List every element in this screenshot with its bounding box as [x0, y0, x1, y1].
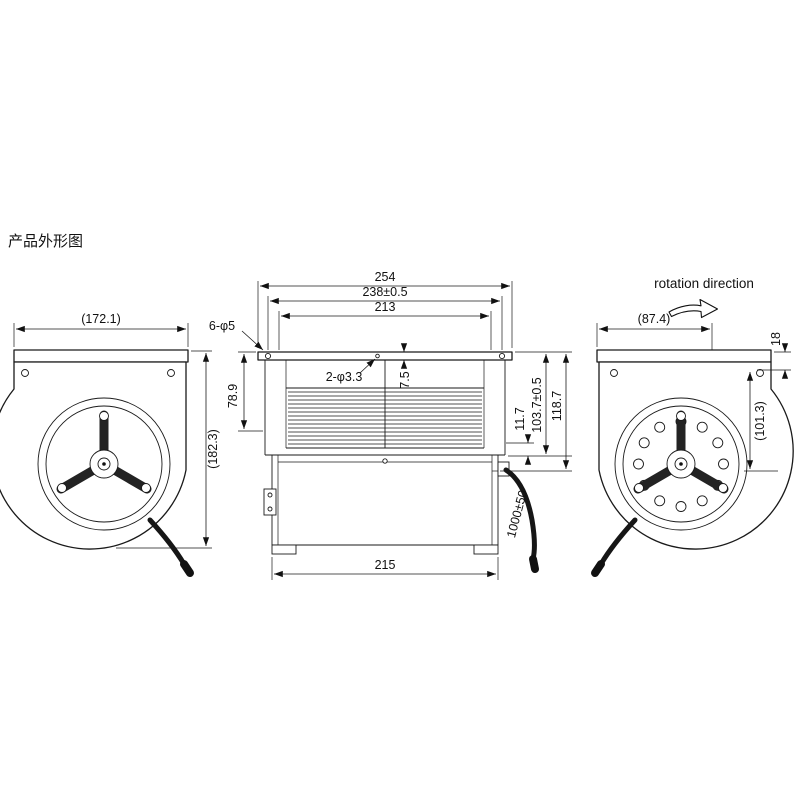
rotation-direction-note: rotation direction [654, 276, 754, 319]
base-width-dimension: 215 [271, 557, 499, 580]
left-view-width-label: (172.1) [81, 312, 121, 326]
front-view-lower-walls [271, 455, 499, 545]
base-width-label: 215 [375, 558, 396, 572]
right-view-inlet-ring-inner [622, 405, 740, 523]
left-side-view: (172.1) (182.3) [0, 312, 220, 577]
right-view-body [591, 349, 794, 577]
left-view-cable-end [180, 560, 194, 577]
pin-holes-label: 2-φ3.3 [326, 370, 363, 384]
page-title: 产品外形图 [8, 233, 83, 250]
rotation-direction-label: rotation direction [654, 276, 754, 291]
inner-span-dimension: 213 [278, 300, 492, 350]
right-view-scroll-housing [598, 361, 794, 550]
left-view-rivet [21, 369, 29, 377]
front-view-foot-right [473, 544, 499, 555]
left-view-flange [13, 349, 189, 363]
front-view-cable [503, 467, 537, 562]
cable-gland [497, 461, 510, 477]
left-view-height-dimension: (182.3) [116, 350, 220, 549]
hole-offset-label: 7.5 [398, 371, 412, 388]
right-view-width-label: (87.4) [638, 312, 671, 326]
total-height-label: 118.7 [550, 391, 564, 421]
front-view-cable-end [529, 555, 539, 573]
right-side-view: rotation direction (87.4) 18 (101.3) [591, 276, 794, 577]
right-view-flange-dimension: 18 [757, 332, 791, 379]
overall-width-dimension: 254 [257, 270, 513, 348]
pin-holes-callout: 2-φ3.3 [326, 358, 376, 384]
flange-hole [498, 352, 506, 360]
left-view-inlet-ring-inner [45, 405, 163, 523]
hole-span-label: 238±0.5 [362, 285, 407, 299]
flange-holes-callout: 6-φ5 [209, 319, 264, 351]
pin-hole [375, 353, 380, 359]
left-view-inlet-ring-outer [37, 397, 171, 531]
front-view-lower-inner-lines [277, 455, 493, 545]
front-view-foot-left [271, 544, 297, 555]
left-view-height-label: (182.3) [206, 429, 220, 469]
right-view-cable-end [591, 560, 605, 577]
left-view-hub-center [102, 462, 106, 466]
rotation-arrow-icon [668, 298, 719, 319]
cable-length-label: 1000±50 [504, 489, 530, 540]
inlet-height-label: 78.9 [226, 384, 240, 408]
front-view-terminal-box [263, 488, 277, 516]
left-view-rivet [167, 369, 175, 377]
hole-span-dimension: 238±0.5 [267, 285, 503, 350]
right-view-rivet [756, 369, 764, 377]
front-view-top-flange [257, 351, 513, 361]
body-height-label: 103.7±0.5 [530, 377, 544, 433]
front-view: 1000±50 254 238±0.5 213 6-φ5 2-φ3.3 [209, 270, 572, 580]
inlet-height-dimension: 78.9 [226, 351, 263, 432]
front-view-side-walls [264, 360, 506, 455]
terminal-screw [267, 492, 273, 498]
right-view-hub-center [679, 462, 683, 466]
flange-holes-label: 6-φ5 [209, 319, 235, 333]
right-view-height-dimension: (101.3) [744, 372, 778, 472]
right-view-rivet [610, 369, 618, 377]
right-view-width-dimension: (87.4) [596, 312, 713, 350]
right-view-cable [598, 517, 638, 567]
step-height-label: 11.7 [513, 407, 527, 430]
front-view-inlet-ring-edges [285, 360, 485, 448]
inner-span-label: 213 [375, 300, 396, 314]
right-view-height-label: (101.3) [753, 401, 767, 441]
hole-offset-dimension: 7.5 [388, 343, 412, 389]
right-view-flange-label: 18 [769, 332, 783, 346]
left-view-cable [147, 517, 187, 567]
terminal-screw [267, 506, 273, 512]
flange-hole [264, 352, 272, 360]
overall-width-label: 254 [375, 270, 396, 284]
center-screw [382, 458, 388, 464]
left-view-width-dimension: (172.1) [13, 312, 189, 347]
right-vertical-dimensions: 11.7 103.7±0.5 118.7 [500, 351, 572, 472]
right-view-flange [596, 349, 772, 363]
